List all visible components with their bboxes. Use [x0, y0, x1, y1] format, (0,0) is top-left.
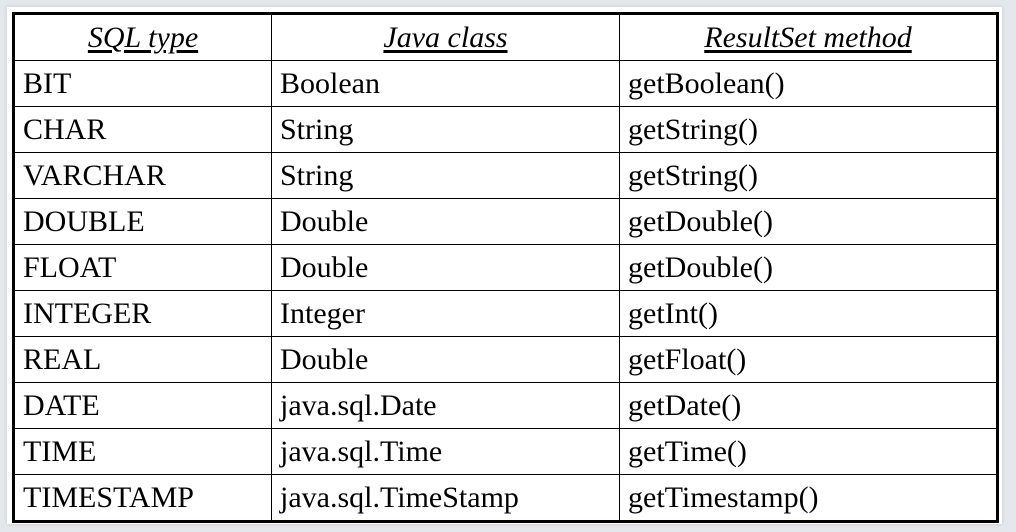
java-class-cell: java.sql.TimeStamp — [271, 474, 620, 522]
table-row: VARCHAR String getString() — [13, 152, 998, 199]
header-java-class: Java class — [271, 13, 620, 61]
java-class-cell: String — [271, 106, 620, 153]
table-row: DATE java.sql.Date getDate() — [13, 382, 998, 429]
resultset-method-cell: getFloat() — [619, 336, 998, 383]
sql-type-cell: FLOAT — [13, 244, 272, 291]
java-class-cell: Double — [271, 336, 620, 383]
java-class-cell: java.sql.Time — [271, 428, 620, 475]
table-row: TIMESTAMP java.sql.TimeStamp getTimestam… — [13, 474, 998, 522]
sql-type-cell: INTEGER — [13, 290, 272, 337]
resultset-method-cell: getDouble() — [619, 244, 998, 291]
table-header-row: SQL type Java class ResultSet method — [13, 13, 998, 61]
table-row: CHAR String getString() — [13, 106, 998, 153]
table-row: REAL Double getFloat() — [13, 336, 998, 383]
resultset-method-cell: getString() — [619, 106, 998, 153]
resultset-method-cell: getDouble() — [619, 198, 998, 245]
sql-type-cell: DATE — [13, 382, 272, 429]
sql-type-cell: TIMESTAMP — [13, 474, 272, 522]
sql-java-type-mapping-table: SQL type Java class ResultSet method BIT… — [12, 12, 999, 523]
sql-type-cell: VARCHAR — [13, 152, 272, 199]
table-row: INTEGER Integer getInt() — [13, 290, 998, 337]
resultset-method-cell: getInt() — [619, 290, 998, 337]
resultset-method-cell: getTimestamp() — [619, 474, 998, 522]
resultset-method-cell: getDate() — [619, 382, 998, 429]
sql-type-cell: CHAR — [13, 106, 272, 153]
sql-type-cell: TIME — [13, 428, 272, 475]
java-class-cell: java.sql.Date — [271, 382, 620, 429]
table-row: BIT Boolean getBoolean() — [13, 60, 998, 107]
java-class-cell: Integer — [271, 290, 620, 337]
table-row: DOUBLE Double getDouble() — [13, 198, 998, 245]
document-card: SQL type Java class ResultSet method BIT… — [7, 7, 1002, 524]
java-class-cell: Double — [271, 244, 620, 291]
header-resultset-method: ResultSet method — [619, 13, 998, 61]
table-row: TIME java.sql.Time getTime() — [13, 428, 998, 475]
sql-type-cell: BIT — [13, 60, 272, 107]
java-class-cell: Double — [271, 198, 620, 245]
sql-type-cell: REAL — [13, 336, 272, 383]
resultset-method-cell: getBoolean() — [619, 60, 998, 107]
header-sql-type: SQL type — [13, 13, 272, 61]
java-class-cell: String — [271, 152, 620, 199]
table-row: FLOAT Double getDouble() — [13, 244, 998, 291]
java-class-cell: Boolean — [271, 60, 620, 107]
sql-type-cell: DOUBLE — [13, 198, 272, 245]
resultset-method-cell: getTime() — [619, 428, 998, 475]
resultset-method-cell: getString() — [619, 152, 998, 199]
